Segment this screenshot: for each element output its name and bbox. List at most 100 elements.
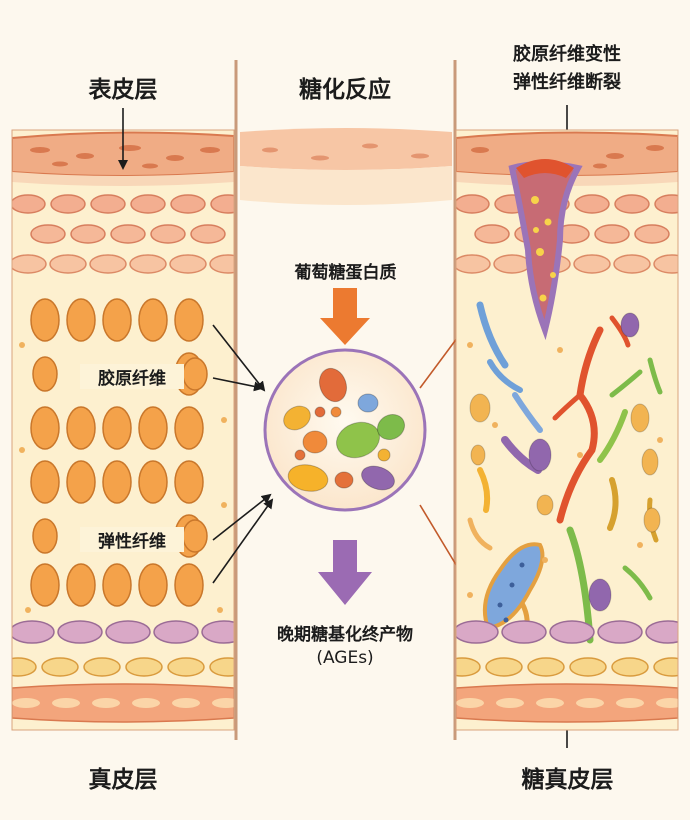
broken-fiber — [609, 315, 631, 348]
base-band-cell — [496, 698, 524, 708]
broken-fiber — [552, 392, 583, 421]
dermis-dot — [25, 607, 31, 613]
glycated-dermis-label: 糖真皮层 — [521, 767, 614, 793]
epidermal-cell — [130, 194, 166, 214]
dermis-dot — [221, 502, 227, 508]
glycated-molecule — [302, 430, 328, 454]
collagen-fiber — [30, 460, 60, 504]
vessel-dot — [497, 602, 503, 608]
glycated-proteins — [283, 367, 406, 492]
glycated-molecule — [376, 413, 406, 441]
damaged-fiber-blob — [630, 403, 650, 433]
epidermal-cell — [573, 254, 611, 274]
yellow-cell — [167, 657, 205, 677]
collagen-fiber — [102, 406, 132, 450]
broken-fiber — [607, 477, 619, 531]
yellow-cell — [125, 657, 163, 677]
purple-cell — [105, 620, 151, 644]
yellow-cell — [485, 657, 523, 677]
yellow-cell — [653, 657, 678, 677]
epidermal-cell — [209, 254, 234, 274]
collagen-fiber — [138, 460, 168, 504]
collagen-fiber — [174, 460, 204, 504]
glycation-panel — [240, 128, 452, 605]
elastin-fiber-label: 弹性纤维 — [80, 527, 184, 552]
glycation-down-arrow — [320, 288, 370, 345]
dermis-dot — [637, 542, 643, 548]
collagen-fiber — [174, 298, 204, 342]
broken-fiber — [609, 369, 643, 398]
dermis-dot — [217, 607, 223, 613]
epidermal-cell — [653, 254, 678, 274]
epidermal-cell — [493, 254, 531, 274]
glycated-skin-panel — [456, 130, 678, 730]
collagen-fiber — [102, 563, 132, 607]
broken-fiber — [647, 357, 663, 395]
vessel-dot — [503, 617, 509, 623]
dermis-dot — [542, 557, 548, 563]
ages-label-line2: (AGEs) — [316, 648, 374, 668]
epidermal-cell — [12, 194, 46, 214]
base-band-cell — [576, 698, 604, 708]
epidermal-cell — [170, 194, 206, 214]
base-band-cell — [656, 698, 678, 708]
dermis-base-band — [456, 683, 678, 723]
broken-fiber — [487, 359, 523, 393]
epidermis-speckles — [30, 145, 220, 169]
dermal-crack — [508, 161, 583, 341]
base-band-cell — [92, 698, 120, 708]
base-band-cell — [212, 698, 234, 708]
epidermal-cell — [129, 254, 167, 274]
damaged-fiber-blob — [643, 507, 661, 533]
broken-fiber — [476, 301, 509, 369]
damaged-fiber-blob — [536, 494, 554, 516]
damaged-fiber-blob — [641, 448, 659, 476]
base-band-cell — [52, 698, 80, 708]
epidermal-cell — [169, 254, 207, 274]
epidermal-cell — [49, 254, 87, 274]
yellow-cell — [527, 657, 565, 677]
epidermal-cell — [50, 194, 86, 214]
base-band-cell — [132, 698, 160, 708]
dermis-dot — [657, 437, 663, 443]
broken-fiber — [512, 392, 543, 433]
vessel-dot — [519, 562, 525, 568]
glycated-molecule — [330, 406, 342, 418]
collagen-fiber — [66, 563, 96, 607]
broken-fiber — [477, 467, 491, 513]
dermis-label: 真皮层 — [88, 767, 158, 793]
epidermal-cell — [574, 194, 610, 214]
damaged-fiber-blob — [470, 444, 486, 466]
collagen-fiber — [30, 406, 60, 450]
epidermal-cell — [89, 254, 127, 274]
vessel-dot — [509, 582, 515, 588]
epidermal-cell — [12, 254, 47, 274]
dermis-base-cells — [12, 620, 234, 723]
epidermal-cell — [614, 194, 650, 214]
broken-fiber — [622, 565, 653, 601]
collagen-fiber — [32, 356, 58, 392]
glycated-molecule — [361, 465, 395, 491]
glycated-molecule — [283, 405, 311, 431]
purple-cell — [456, 620, 499, 644]
glycated-molecule — [357, 393, 379, 413]
yellow-cell — [41, 657, 79, 677]
epidermal-cell — [456, 254, 491, 274]
epidermis-label: 表皮层 — [88, 77, 158, 103]
purple-cell — [12, 620, 55, 644]
dermis-base-band — [12, 683, 234, 723]
purple-cell — [597, 620, 643, 644]
dermis-dot — [577, 452, 583, 458]
dermis-dot — [467, 592, 473, 598]
epidermal-cell — [594, 224, 630, 244]
epidermal-cells — [12, 194, 234, 274]
collagen-fiber — [102, 460, 132, 504]
normal-skin-panel — [12, 130, 234, 730]
yellow-cell — [12, 657, 37, 677]
epidermal-cell — [70, 224, 106, 244]
glycation-title: 糖化反应 — [299, 77, 391, 103]
ages-down-arrow — [318, 540, 372, 605]
base-band-cell — [616, 698, 644, 708]
